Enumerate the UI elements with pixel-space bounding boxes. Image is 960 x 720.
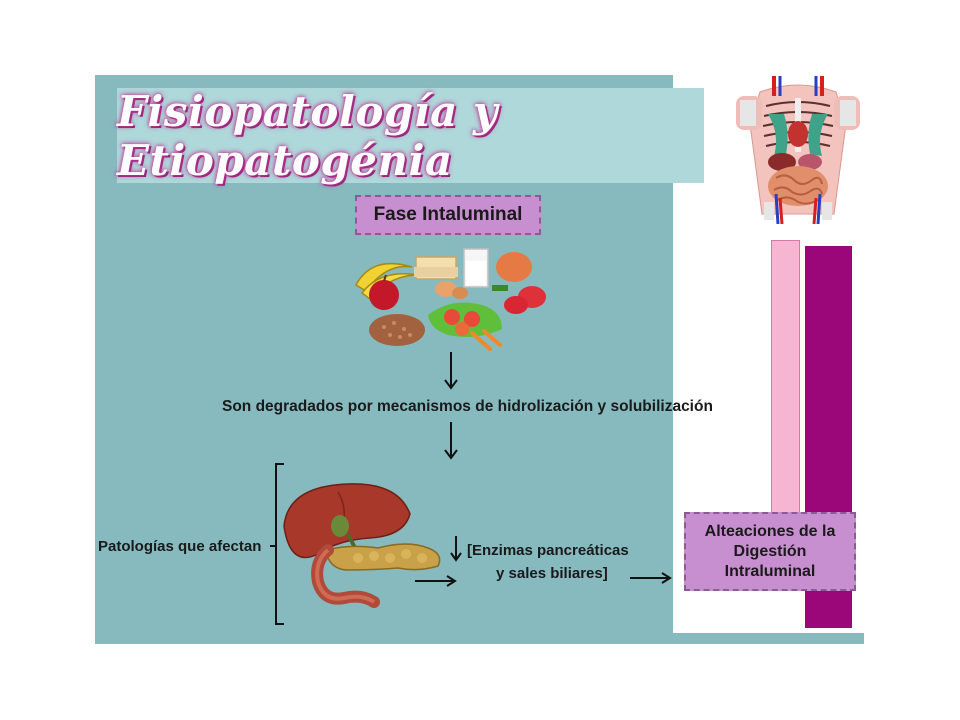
phase-box: Fase Intaluminal (355, 195, 541, 235)
bracket (270, 463, 284, 625)
right-arrow-2 (630, 572, 672, 584)
background-panel-strip (673, 633, 864, 644)
right-arrow-1 (415, 575, 457, 587)
liver-pancreas-image (283, 483, 441, 608)
result-line-2: Digestión (733, 542, 807, 560)
down-arrow-2 (444, 422, 458, 460)
down-arrow-1 (444, 352, 458, 390)
decorative-bar-pink (771, 240, 800, 540)
result-line-1: Alteaciones de la (704, 522, 836, 540)
slide-title: Fisiopatología y Etiopatogénia (117, 86, 498, 185)
title-band (117, 88, 704, 183)
result-box: Alteaciones de la Digestión Intraluminal (684, 512, 856, 591)
step-description: Son degradados por mecanismos de hidroli… (222, 398, 713, 415)
pathologies-label: Patologías que afectan (98, 538, 262, 555)
food-image (355, 248, 546, 351)
enzymes-label-line1: [Enzimas pancreáticas (467, 542, 629, 559)
down-arrow-3 (450, 536, 462, 562)
enzymes-label-line2: y sales biliares] (496, 565, 608, 582)
torso-anatomy-image (736, 76, 860, 224)
result-line-3: Intraluminal (724, 562, 816, 580)
